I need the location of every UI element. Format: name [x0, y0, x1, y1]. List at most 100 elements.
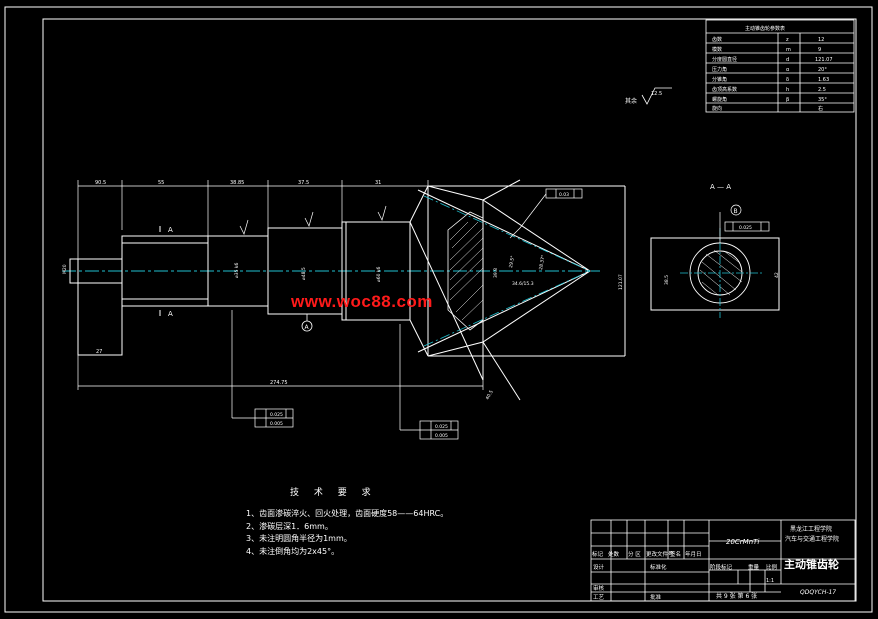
tb-material: 20CrMnTi	[726, 538, 759, 546]
tb-label-stage: 阶段标记	[710, 563, 733, 571]
gear-table-symbol-3: α	[786, 67, 790, 73]
tb-label-date: 年月日	[685, 550, 702, 558]
tech-item-1: 1、齿面渗碳淬火、回火处理，齿面硬度58——64HRC。	[246, 509, 449, 518]
tech-item-4: 4、未注倒角均为2x45°。	[246, 546, 340, 556]
dim-seg1: 90.5	[95, 180, 106, 186]
roughness-value: 12.5	[651, 91, 662, 97]
dim-angle2: 28.37°	[538, 254, 547, 270]
title-block	[590, 519, 856, 602]
tb-drawing-no: QDQYCH-17	[800, 589, 836, 596]
spline-tol-value: 0.025	[739, 225, 752, 231]
tb-label-scale: 比例	[766, 563, 778, 571]
dim-seg5: 31	[375, 180, 381, 186]
watermark-text: www.woc88.com	[291, 292, 433, 311]
roughness-note: 其余	[625, 97, 637, 105]
bottom-dimensions	[78, 310, 484, 431]
tb-part-name: 主动锥齿轮	[784, 557, 839, 571]
gear-table-name-7: 旋向	[712, 105, 722, 112]
datum-a-icon	[301, 314, 313, 332]
roughness-symbol-icon	[641, 87, 672, 105]
gear-table-text: 主动锥齿轮参数表 齿数 z 12 模数 m 9 分度圆直径 d 121.07 压…	[712, 25, 833, 112]
dim-small: 27	[96, 349, 102, 355]
spline-dim-text: 42 38.5	[664, 272, 780, 285]
tech-requirements-list: 1、齿面渗碳淬火、回火处理，齿面硬度58——64HRC。 2、渗碳层深1．6mm…	[246, 508, 448, 558]
bottom-dim-text: 27 274.75	[96, 349, 288, 386]
gear-table-value-6: 35°	[818, 97, 827, 103]
tb-label-review: 审核	[593, 584, 605, 592]
section-aa-view	[650, 237, 780, 311]
gear-table-symbol-1: m	[786, 47, 791, 53]
tb-scale: 1:1	[766, 578, 774, 584]
gear-table-symbol-4: δ	[786, 77, 789, 83]
section-mark-bottom: A	[168, 310, 173, 318]
tech-item-3: 3、未注明圆角半径为1mm。	[246, 534, 352, 543]
dim-side-dia: 39.8	[493, 268, 499, 278]
dim-seg3: 38.85	[230, 180, 244, 186]
tb-label-approve: 批准	[650, 593, 662, 601]
datum-a-letter: A	[305, 324, 310, 331]
gear-table-value-1: 9	[818, 47, 821, 53]
svg-text:⌀60 k6: ⌀60 k6	[376, 267, 382, 282]
tb-label-sign: 签名	[670, 550, 681, 558]
tb-school: 黑龙江工程学院	[790, 525, 832, 533]
tb-label-weight: 重量	[748, 563, 760, 571]
gear-table-symbol-6: β	[786, 97, 789, 103]
gear-table-name-1: 模数	[712, 46, 722, 53]
cross-section-hatch	[447, 211, 484, 331]
gear-table-name-2: 分度圆直径	[712, 56, 737, 63]
tb-label-zone: 分 区	[628, 550, 641, 558]
tol-top-value: 0.03	[559, 192, 569, 198]
spline-tolerance	[719, 204, 770, 243]
tech-item-2: 2、渗碳层深1．6mm。	[246, 521, 333, 531]
gear-table-value-2: 121.07	[815, 57, 833, 63]
gear-table-value-7: 右	[818, 105, 823, 112]
tb-department: 汽车与交通工程学院	[785, 535, 839, 543]
gear-table-value-5: 2.5	[818, 87, 826, 93]
spline-hatch	[699, 249, 743, 296]
gear-table-symbol-0: z	[786, 37, 789, 43]
top-dimension-chain	[77, 180, 429, 390]
bevel-gear-cone	[409, 179, 626, 401]
gear-table-value-4: 1.63	[818, 77, 829, 83]
outer-frame	[4, 6, 873, 613]
inner-frame	[42, 18, 857, 602]
top-dimension-text: 90.5 55 38.85 37.5 31	[95, 180, 381, 186]
dim-face-width: 40.5	[485, 389, 495, 401]
roughness-marks	[239, 205, 387, 235]
gear-table-name-4: 分锥角	[712, 76, 727, 83]
tb-label-process: 工艺	[593, 594, 605, 601]
tolerance-frames	[254, 408, 459, 440]
dim-angle1: 29.5°	[508, 255, 516, 268]
tol-2: 0.005	[270, 421, 283, 427]
tech-requirements-title: 技 术 要 求	[290, 488, 377, 498]
tol-3: 0.025	[435, 424, 448, 430]
svg-text:⌀35 k6: ⌀35 k6	[234, 263, 240, 278]
gear-parameter-table	[705, 19, 855, 113]
cone-tolerance-frame	[509, 188, 583, 239]
tb-sheets: 共 9 张 第 6 张	[716, 592, 757, 600]
gear-table-symbol-2: d	[786, 57, 789, 63]
dim-seg2: 55	[158, 180, 164, 186]
gear-table-name-0: 齿数	[712, 36, 722, 43]
tol-1: 0.025	[270, 412, 283, 418]
tolerance-values: 0.025 0.005 0.025 0.005	[270, 412, 448, 439]
gear-table-name-6: 螺旋角	[712, 96, 727, 103]
spline-d1: 42	[774, 272, 780, 278]
svg-text:⌀48.5: ⌀48.5	[301, 267, 307, 280]
gear-table-value-0: 12	[818, 37, 824, 43]
dim-cone-dia: 121.07	[618, 274, 624, 290]
tol-4: 0.005	[435, 433, 448, 439]
svg-text:M20: M20	[62, 264, 68, 274]
gear-table-name-3: 压力角	[712, 66, 727, 73]
gear-table-value-3: 20°	[818, 67, 827, 73]
section-mark-top: A	[168, 226, 173, 234]
shaft-outline	[69, 185, 429, 357]
tb-label-standard: 标准化	[650, 563, 667, 571]
tb-label-count: 处数	[608, 550, 620, 558]
title-block-text: 20CrMnTi 黑龙江工程学院 汽车与交通工程学院 主动锥齿轮 QDQYCH-…	[592, 525, 839, 601]
spline-d2: 38.5	[664, 275, 670, 285]
datum-b-letter: B	[734, 208, 738, 215]
cone-axis-lines	[423, 195, 591, 347]
dim-total: 274.75	[270, 380, 288, 386]
